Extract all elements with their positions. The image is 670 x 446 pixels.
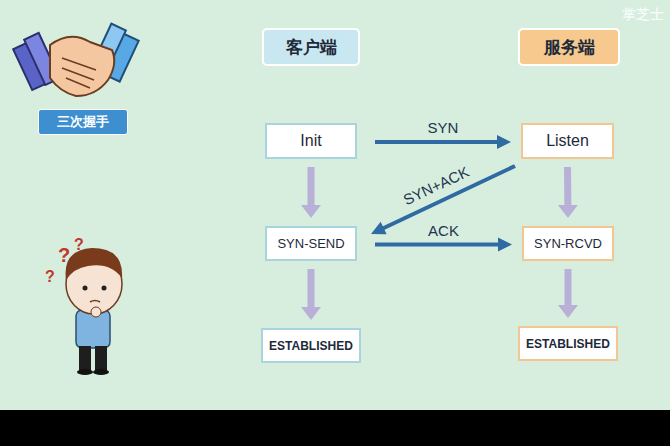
edge-label: ACK: [426, 222, 461, 240]
node-text: SYN-RCVD: [534, 236, 602, 251]
watermark: 掌芝士: [622, 6, 664, 22]
state-transition-arrow: [558, 167, 578, 218]
state-box: Init: [265, 123, 357, 159]
node-text: ESTABLISHED: [526, 337, 610, 351]
message-arrow: [375, 238, 512, 252]
node-text: Listen: [546, 132, 589, 150]
tag-box: 三次握手: [38, 109, 128, 135]
node-text: SYN-SEND: [277, 236, 344, 251]
state-box: SYN-SEND: [265, 226, 357, 261]
state-box: Listen: [521, 123, 614, 159]
state-box: ESTABLISHED: [518, 326, 618, 361]
handshake-icon: [11, 24, 140, 96]
edge-label: SYN: [426, 119, 461, 137]
state-transition-arrow: [301, 269, 321, 320]
state-box: SYN-RCVD: [522, 226, 614, 261]
node-text: 三次握手: [57, 113, 109, 131]
header-box: 客户端: [262, 28, 360, 66]
node-text: 客户端: [286, 36, 337, 59]
node-text: ESTABLISHED: [269, 339, 353, 353]
node-text: Init: [300, 132, 321, 150]
thinking-man: ? ? ?: [45, 236, 122, 375]
state-transition-arrow: [301, 167, 321, 218]
bottom-bar: [0, 410, 670, 446]
svg-text:?: ?: [45, 268, 55, 285]
header-box: 服务端: [518, 28, 620, 66]
state-box: ESTABLISHED: [261, 328, 361, 363]
node-text: 服务端: [544, 36, 595, 59]
message-arrow: [375, 135, 511, 149]
state-transition-arrow: [558, 269, 578, 318]
